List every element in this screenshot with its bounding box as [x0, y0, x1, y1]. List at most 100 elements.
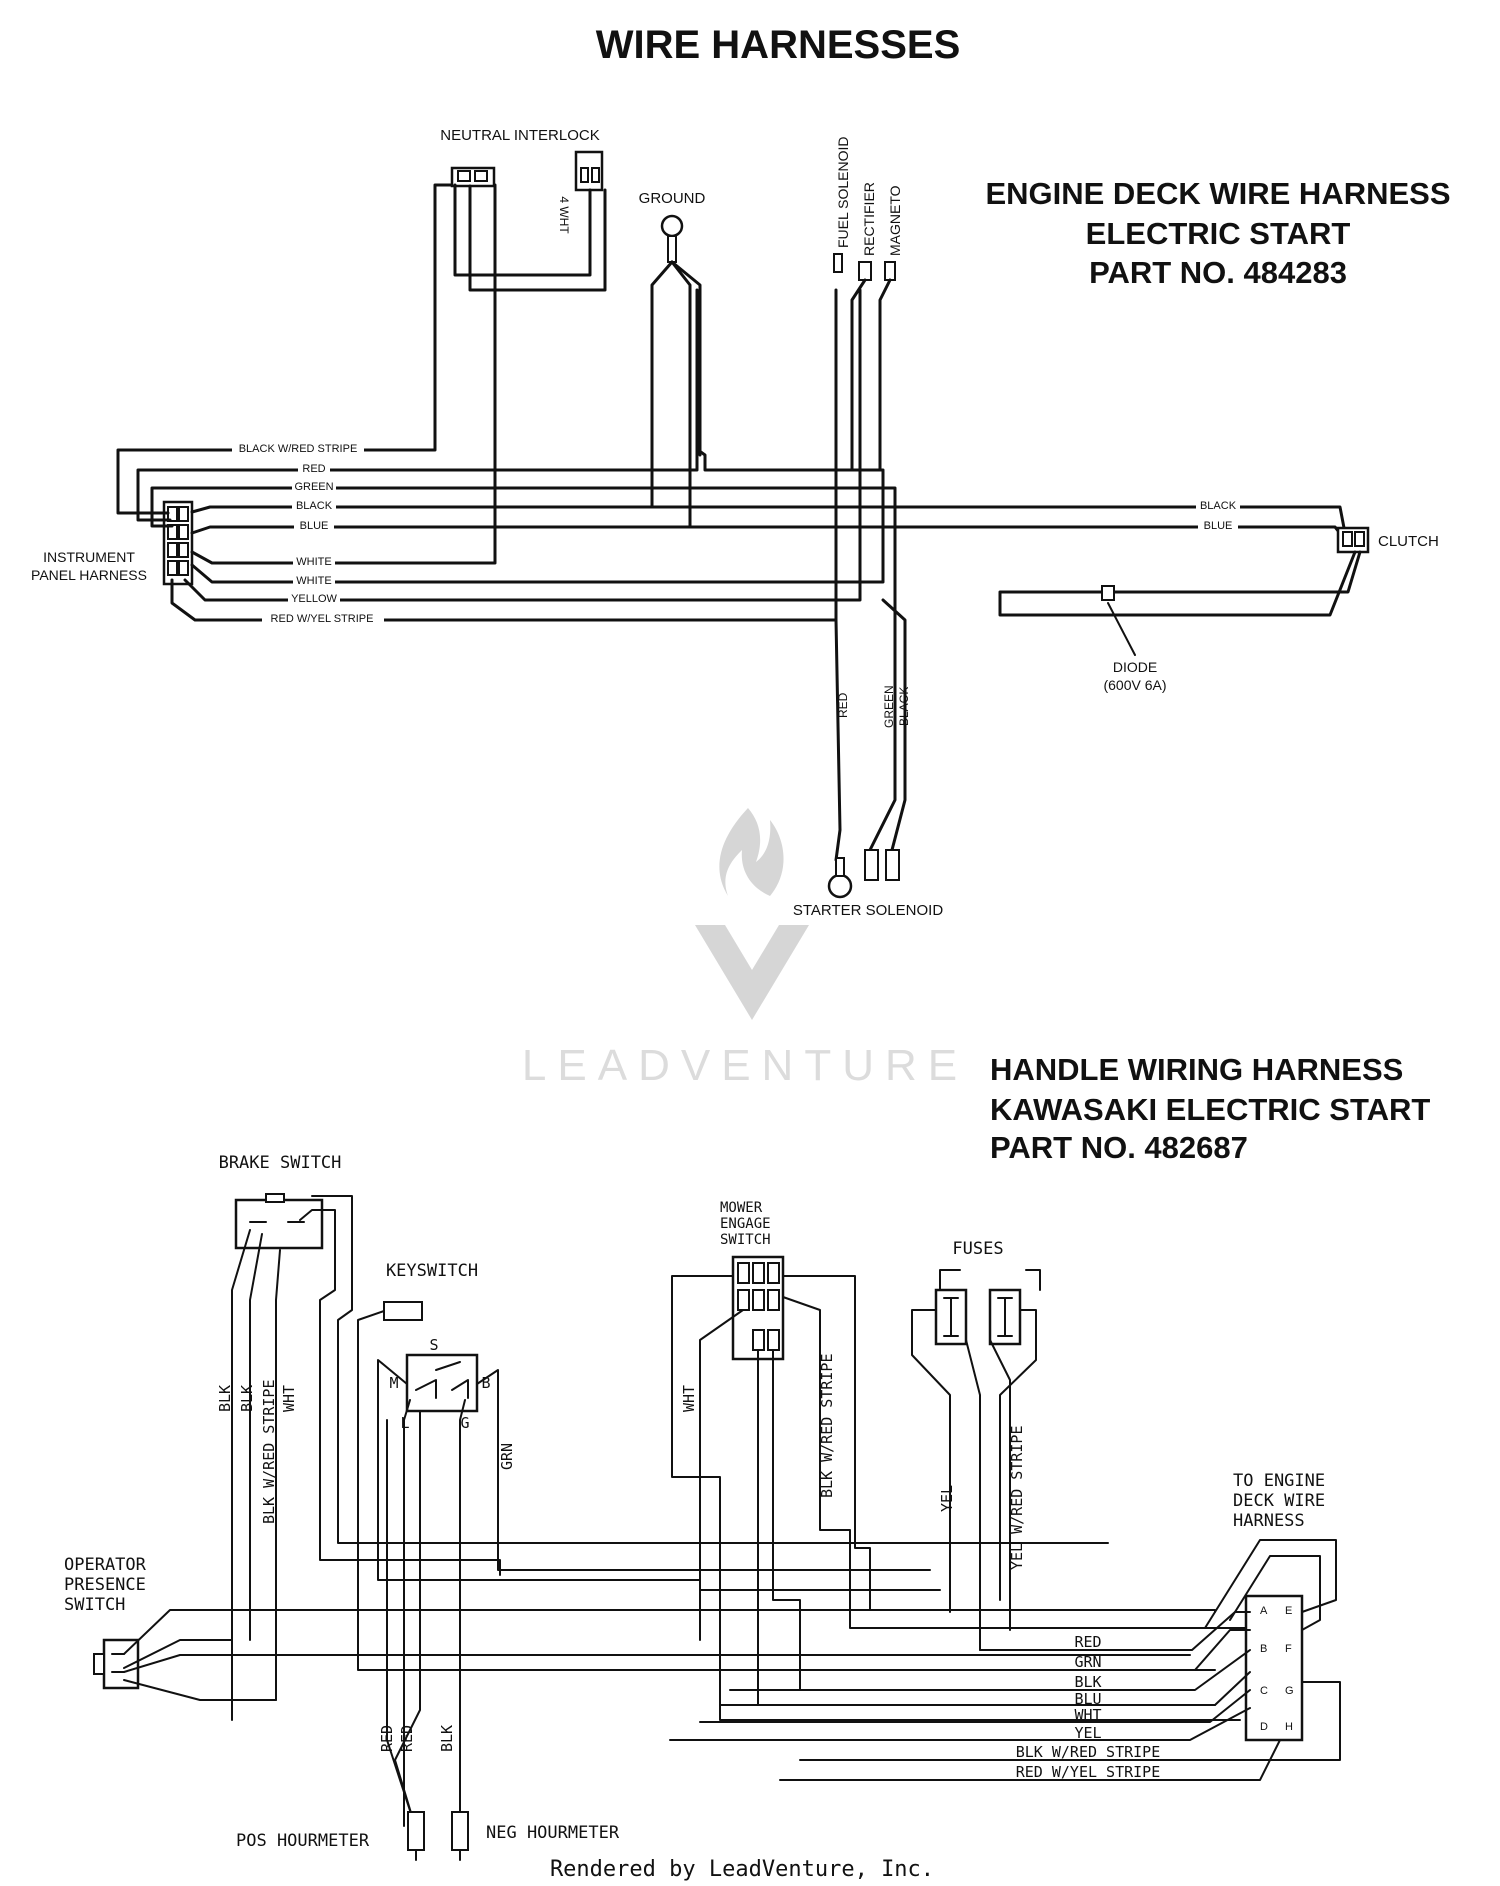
key-wire-l [403, 1399, 411, 1827]
run-top-1 [1204, 1539, 1337, 1629]
key-wire-m [377, 1359, 701, 1641]
handle-wiring-harness: BRAKE SWITCH BLK BLK BLK W/RED STRIPE WH… [64, 1153, 1341, 1861]
brake-switch [234, 1193, 324, 1250]
label-white: WHITE [296, 556, 331, 568]
neutral-interlock-connector [450, 166, 496, 188]
label-run-yel: YEL [1074, 1724, 1101, 1742]
label-run-red: RED [1074, 1633, 1101, 1651]
ops-wire-4 [123, 1654, 1191, 1673]
fuse-wire-2 [965, 1309, 981, 1651]
mower-engage-label-3: SWITCH [720, 1232, 771, 1248]
label-yel-red-stripe: YEL W/RED STRIPE [1008, 1426, 1026, 1571]
wire-black-red-stripe [116, 183, 457, 515]
engine-harness-title: ENGINE DECK WIRE HARNESS ELECTRIC START … [985, 176, 1450, 290]
label-white-2: WHITE [296, 575, 331, 587]
key-terminal-m: M [389, 1374, 398, 1392]
label-run-blu: BLU [1074, 1690, 1101, 1708]
magneto-terminal [884, 261, 896, 281]
label-blue: BLUE [300, 520, 329, 532]
diode-leader [1107, 602, 1136, 656]
label-run-wht: WHT [1074, 1706, 1101, 1724]
fuse-wire-3 [999, 1309, 1037, 1601]
wire-ground-3 [670, 260, 702, 457]
neutral-interlock-label: NEUTRAL INTERLOCK [440, 127, 599, 144]
wire-green [150, 486, 897, 692]
run-red-yel-stripe [779, 1739, 1281, 1781]
key-wire-b [476, 1369, 931, 1571]
leadventure-watermark: LEADVENTURE [522, 808, 968, 1090]
wire-magneto-down [878, 278, 892, 472]
pin-d: D [1260, 1721, 1268, 1733]
label-yellow: YELLOW [291, 593, 337, 605]
wire-red [136, 288, 699, 522]
pin-e: E [1285, 1605, 1292, 1617]
footer-credit: Rendered by LeadVenture, Inc. [550, 1857, 934, 1882]
run-wht [699, 1689, 1251, 1723]
ops-wire-2 [123, 1629, 233, 1669]
watermark-text: LEADVENTURE [522, 1041, 968, 1090]
fuses-label: FUSES [952, 1239, 1003, 1259]
wire-ground-2 [670, 260, 692, 529]
key-terminal-g: G [460, 1414, 469, 1432]
engine-deck-harness: INSTRUMENT PANEL HARNESS NEUTRAL INTERLO… [31, 127, 1439, 919]
neg-hourmeter-terminal [451, 1811, 469, 1861]
run-red [979, 1611, 1251, 1651]
engine-title-line-2: ELECTRIC START [1086, 216, 1351, 251]
run-blu [719, 1671, 1251, 1706]
mower-wire-6 [782, 1275, 871, 1611]
brake-wire-5 [311, 1195, 1109, 1544]
pos-hourmeter-label: POS HOURMETER [236, 1831, 370, 1851]
pin-h: H [1285, 1721, 1293, 1733]
neg-hourmeter-label: NEG HOURMETER [486, 1823, 620, 1843]
label-red-hm-2: RED [398, 1725, 416, 1752]
engine-title-line-1: ENGINE DECK WIRE HARNESS [985, 176, 1450, 211]
wire-black [190, 505, 1347, 535]
instrument-panel-connector [162, 500, 194, 586]
handle-title-line-3: PART NO. 482687 [990, 1130, 1248, 1165]
wire-interlock-loop [468, 184, 607, 292]
wire-ground-1 [650, 260, 674, 509]
handle-title-line-1: HANDLE WIRING HARNESS [990, 1052, 1403, 1087]
to-engine-deck-label-3: HARNESS [1233, 1511, 1305, 1531]
pin-b: B [1260, 1643, 1267, 1655]
brake-wire-4 [299, 1209, 501, 1576]
fuse-wire-5 [939, 1269, 961, 1291]
wire-interlock-return [453, 183, 592, 277]
run-blk-red-stripe [799, 1681, 1341, 1761]
key-terminal-b: B [481, 1374, 490, 1392]
wire-red-vertical [834, 618, 842, 862]
run-yel [669, 1707, 1251, 1741]
label-run-blk-red-stripe: BLK W/RED STRIPE [1016, 1743, 1161, 1761]
starter-solenoid [827, 849, 900, 899]
fuel-solenoid-label: FUEL SOLENOID [835, 136, 851, 248]
label-run-grn: GRN [1074, 1653, 1101, 1671]
label-blk-2: BLK [238, 1385, 256, 1412]
brake-wire-3 [275, 1249, 281, 1701]
page-title: WIRE HARNESSES [596, 23, 961, 67]
mower-wire-5 [782, 1296, 1261, 1629]
fuse-wire-4 [989, 1309, 1011, 1631]
wire-yellow [183, 288, 862, 602]
pin-a: A [1260, 1605, 1268, 1617]
keyswitch-label: KEYSWITCH [386, 1261, 478, 1281]
diode-rating-label: (600V 6A) [1103, 677, 1166, 693]
clutch-label: CLUTCH [1378, 533, 1439, 550]
rectifier-label: RECTIFIER [861, 182, 877, 256]
key-terminal-s: S [429, 1336, 438, 1354]
mower-wire-4 [772, 1349, 801, 1691]
run-grn [839, 1629, 1251, 1671]
key-wire-m2 [386, 1419, 416, 1827]
label-blk-red-stripe-mower: BLK W/RED STRIPE [818, 1354, 836, 1499]
label-black-right: BLACK [1200, 500, 1237, 512]
label-blue-right: BLUE [1204, 520, 1233, 532]
fuse-1 [934, 1288, 968, 1346]
label-black-red-stripe: BLACK W/RED STRIPE [239, 443, 358, 455]
wire-diode-loop [998, 550, 1362, 617]
label-run-red-yel-stripe: RED W/YEL STRIPE [1016, 1763, 1161, 1781]
label-grn: GRN [498, 1443, 516, 1470]
instrument-panel-label-2: PANEL HARNESS [31, 567, 147, 583]
wire-white [190, 183, 497, 565]
mower-engage-label-1: MOWER [720, 1200, 763, 1216]
engine-title-line-3: PART NO. 484283 [1089, 255, 1347, 290]
